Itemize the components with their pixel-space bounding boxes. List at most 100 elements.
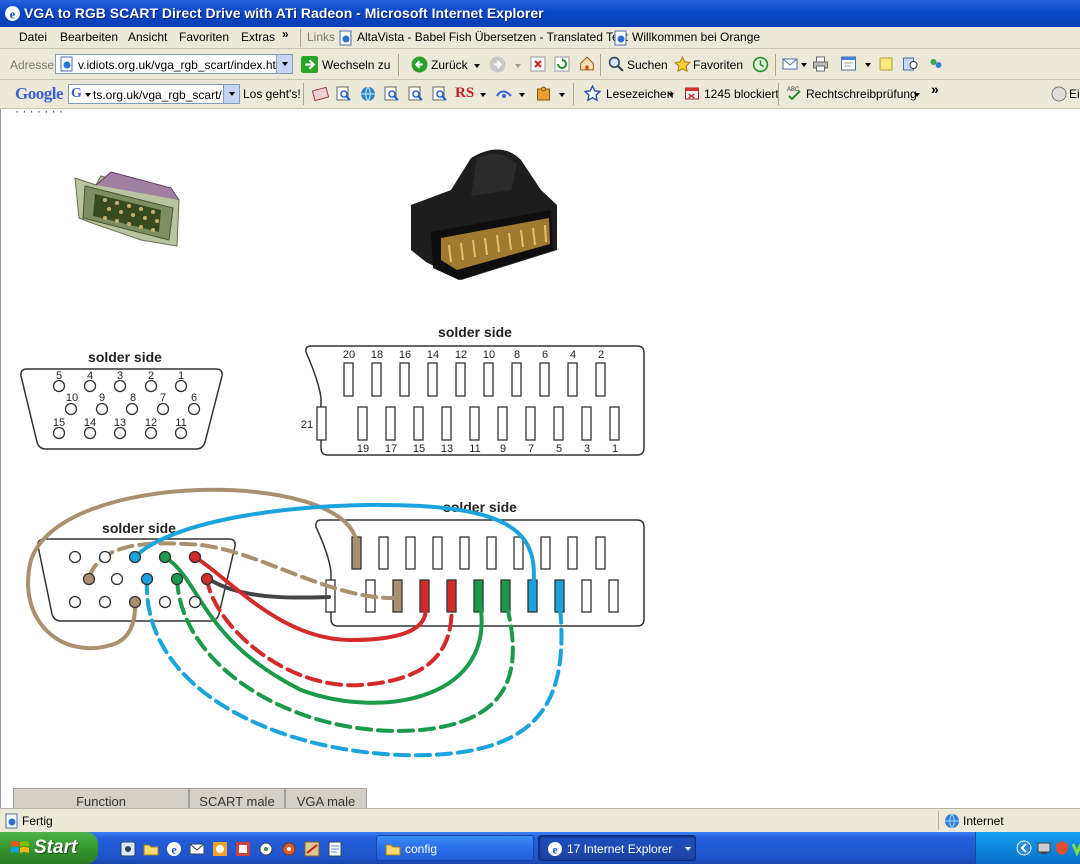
start-button[interactable]: Start bbox=[0, 832, 98, 864]
google-logo-text: Google bbox=[15, 84, 64, 103]
back-button[interactable]: Zurück bbox=[410, 54, 482, 76]
search-dir-icon[interactable] bbox=[432, 86, 448, 102]
stop-icon[interactable] bbox=[530, 56, 546, 72]
scart-pin-label: 18 bbox=[371, 349, 383, 361]
scart-pin-label: 1 bbox=[612, 443, 618, 455]
home-icon[interactable] bbox=[578, 55, 596, 72]
research-icon[interactable] bbox=[902, 56, 919, 72]
scart-pin-label: 7 bbox=[528, 443, 534, 455]
page-icon bbox=[60, 56, 73, 72]
scart-pin-label: 14 bbox=[427, 349, 439, 361]
quicklaunch-mail-icon[interactable] bbox=[189, 841, 205, 857]
menu-extras[interactable]: Extras bbox=[241, 30, 276, 44]
back-arrow-icon bbox=[411, 56, 428, 73]
chevron-down-icon[interactable] bbox=[515, 64, 521, 68]
quicklaunch-ie-icon[interactable]: e bbox=[166, 841, 182, 857]
vga-pin-label: 7 bbox=[160, 392, 166, 404]
quicklaunch-tools-icon[interactable] bbox=[304, 841, 320, 857]
pagerank-icon[interactable] bbox=[495, 86, 513, 102]
chevron-down-icon[interactable] bbox=[668, 93, 674, 97]
svg-text:e: e bbox=[552, 843, 558, 857]
quicklaunch-doc-icon[interactable] bbox=[327, 841, 343, 857]
chevron-down-icon[interactable] bbox=[865, 63, 871, 67]
link-orange[interactable]: Willkommen bei Orange bbox=[632, 30, 761, 44]
tray-shield-icon[interactable] bbox=[1072, 840, 1080, 856]
go-button[interactable]: Wechseln zu bbox=[299, 54, 391, 75]
go-button-label: Wechseln zu bbox=[322, 58, 391, 72]
address-input[interactable]: v.idiots.org.uk/vga_rgb_scart/index.html bbox=[55, 54, 293, 74]
google-g-icon: G bbox=[71, 86, 82, 101]
options-radio-icon[interactable] bbox=[1051, 86, 1067, 102]
tray-expand-icon[interactable] bbox=[1016, 840, 1032, 856]
puzzle-icon[interactable] bbox=[535, 86, 552, 102]
menu-overflow-chevron[interactable]: » bbox=[282, 27, 289, 41]
menu-favoriten[interactable]: Favoriten bbox=[179, 30, 230, 44]
google-search-input[interactable]: G ts.org.uk/vga_rgb_scart/ bbox=[68, 84, 240, 104]
quicklaunch-gear-icon[interactable] bbox=[281, 841, 297, 857]
rs-button[interactable]: RS bbox=[455, 85, 475, 101]
link-altavista[interactable]: AltaVista - Babel Fish Übersetzen - Tran… bbox=[357, 30, 629, 44]
news-icon[interactable] bbox=[312, 86, 329, 102]
quicklaunch-msn-icon[interactable] bbox=[258, 841, 274, 857]
chevron-down-icon[interactable] bbox=[559, 93, 565, 97]
note-icon[interactable] bbox=[878, 56, 894, 72]
vga-pin-label: 10 bbox=[66, 392, 78, 404]
google-toolbar: Google G ts.org.uk/vga_rgb_scart/ Los ge… bbox=[0, 80, 1080, 109]
edit-icon[interactable] bbox=[840, 56, 857, 72]
tray-network-icon[interactable] bbox=[1036, 840, 1052, 856]
popup-blocker-icon bbox=[685, 87, 699, 100]
quicklaunch-app-icon[interactable] bbox=[120, 841, 136, 857]
scart-pin-label: 2 bbox=[598, 349, 604, 361]
chevron-down-icon[interactable] bbox=[480, 93, 486, 97]
search-button[interactable]: Suchen bbox=[607, 54, 668, 76]
spellcheck-button[interactable]: Rechtschreibprüfung bbox=[806, 87, 917, 101]
taskbar-item-ie-group[interactable]: e 17 Internet Explorer bbox=[538, 835, 696, 861]
google-go-button[interactable]: Los geht's! bbox=[243, 87, 301, 101]
quicklaunch-folder-icon[interactable] bbox=[143, 841, 159, 857]
ie-icon: e bbox=[5, 6, 20, 21]
address-dropdown-button[interactable] bbox=[276, 55, 292, 73]
scart-pin-label: 8 bbox=[514, 349, 520, 361]
mail-icon[interactable] bbox=[782, 56, 800, 72]
menu-separator bbox=[300, 29, 301, 47]
svg-text:· · · · · · ·: · · · · · · · bbox=[15, 109, 63, 118]
chevron-down-icon[interactable] bbox=[519, 93, 525, 97]
scart-pin-label: 6 bbox=[542, 349, 548, 361]
favorites-button[interactable]: Favoriten bbox=[673, 54, 745, 76]
history-icon[interactable] bbox=[752, 56, 769, 73]
taskbar: Start e config e 17 Internet Explorer DE bbox=[0, 832, 1080, 864]
chevron-down-icon[interactable] bbox=[801, 63, 807, 67]
scart-pin-label: 16 bbox=[399, 349, 411, 361]
tray-security-icon[interactable] bbox=[1054, 840, 1070, 856]
menu-ansicht[interactable]: Ansicht bbox=[128, 30, 168, 44]
refresh-icon[interactable] bbox=[554, 56, 570, 72]
search-images-icon[interactable] bbox=[384, 86, 400, 102]
wiring-vga-solder-label: solder side bbox=[102, 520, 176, 536]
chevron-down-icon bbox=[229, 92, 235, 96]
messenger-icon[interactable] bbox=[927, 56, 944, 72]
page-link-icon bbox=[339, 30, 352, 46]
menu-bearbeiten[interactable]: Bearbeiten bbox=[60, 30, 119, 44]
vga-solder-side-label: solder side bbox=[88, 349, 162, 365]
quicklaunch-clock-icon[interactable] bbox=[212, 841, 228, 857]
globe-icon[interactable] bbox=[360, 86, 376, 102]
search-groups-icon[interactable] bbox=[408, 86, 424, 102]
bookmarks-button[interactable]: Lesezeichen bbox=[606, 87, 674, 101]
google-dropdown-button[interactable] bbox=[223, 85, 239, 103]
search-site-icon[interactable] bbox=[336, 86, 352, 102]
popup-blocked-count[interactable]: 1245 blockiert bbox=[704, 87, 779, 101]
google-overflow-chevron[interactable]: » bbox=[931, 81, 939, 97]
chevron-down-icon bbox=[685, 847, 691, 851]
taskbar-item-config[interactable]: config bbox=[376, 835, 534, 861]
vga-pin-label: 13 bbox=[114, 417, 126, 429]
scart-pin-label: 11 bbox=[469, 443, 480, 455]
scart-pin-label: 17 bbox=[385, 443, 397, 455]
print-icon[interactable] bbox=[812, 56, 829, 72]
vga-pin-label: 9 bbox=[99, 392, 105, 404]
search-label: Suchen bbox=[627, 58, 668, 72]
menu-datei[interactable]: Datei bbox=[19, 30, 48, 44]
quicklaunch-media-icon[interactable] bbox=[235, 841, 251, 857]
chevron-down-icon[interactable] bbox=[914, 93, 920, 97]
forward-arrow-icon[interactable] bbox=[489, 56, 506, 73]
google-logo[interactable]: Google bbox=[15, 84, 64, 104]
